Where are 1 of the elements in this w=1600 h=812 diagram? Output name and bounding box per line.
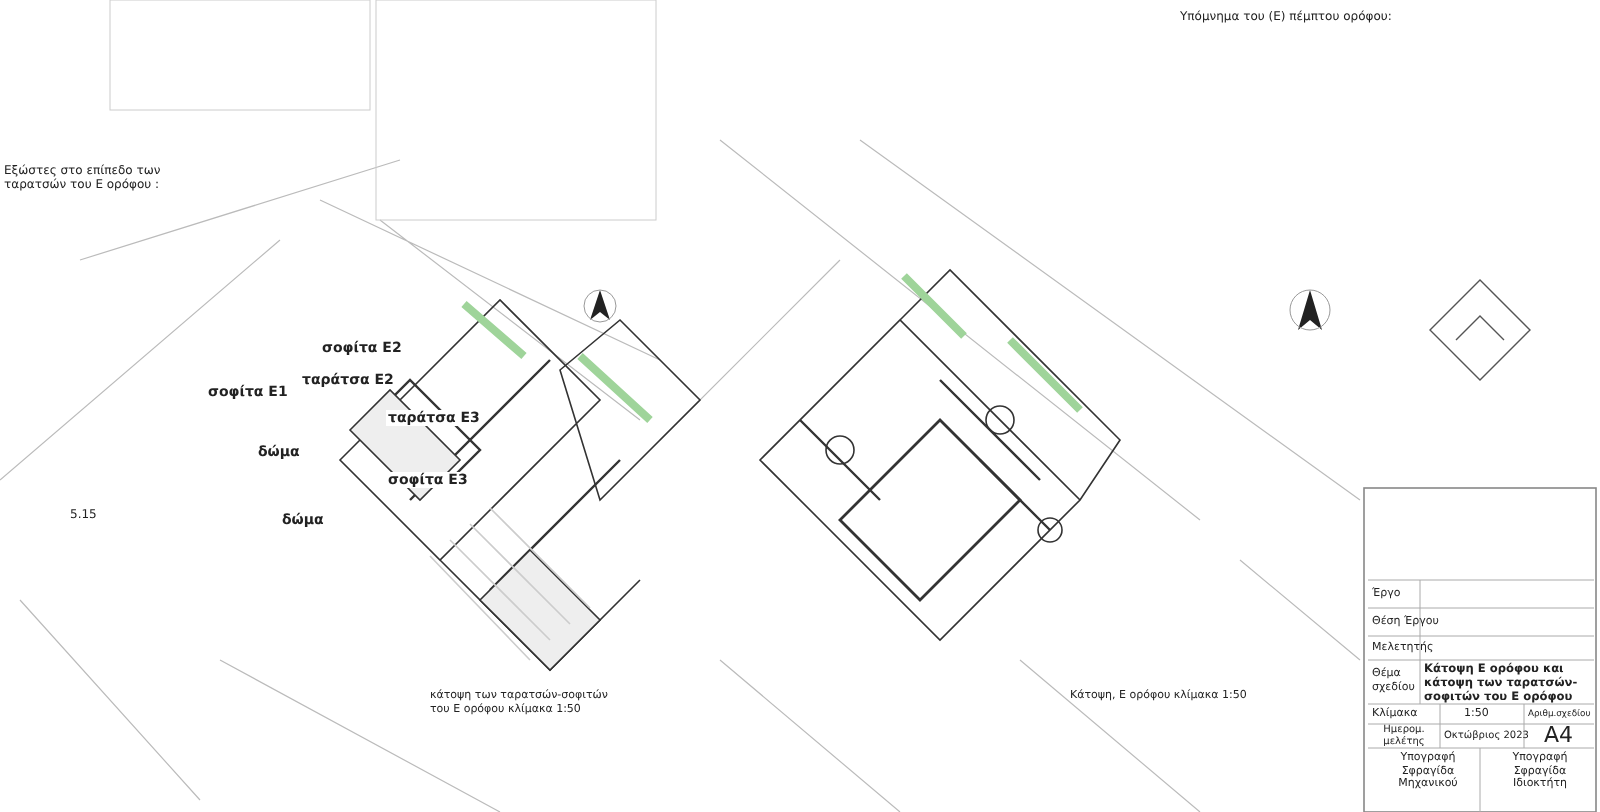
- drawing-number: A4: [1544, 722, 1574, 749]
